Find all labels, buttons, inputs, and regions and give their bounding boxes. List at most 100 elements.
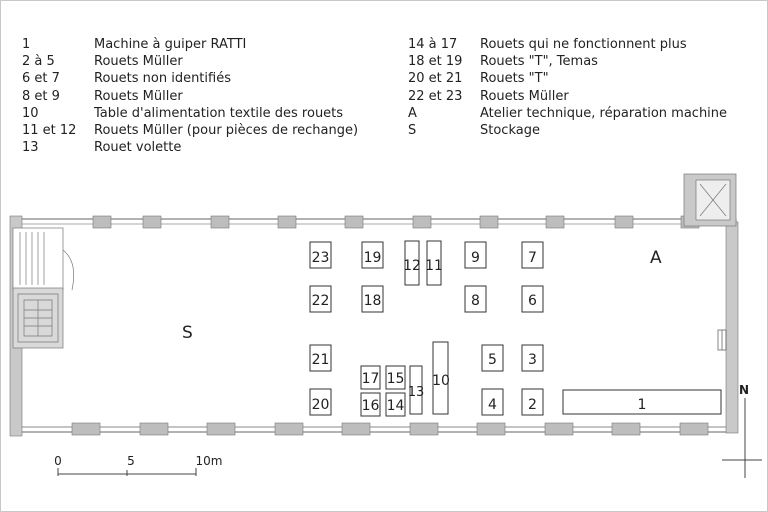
machine-number: 14 <box>387 398 405 414</box>
legend-row: 10 Table d'alimentation textile des rouet… <box>22 105 358 122</box>
legend-label: Rouets Müller (pour pièces de rechange) <box>94 123 359 139</box>
machine-4: 4 <box>481 388 504 416</box>
legend-number: 1 <box>22 37 31 52</box>
legend-label: Rouets Müller <box>480 88 569 104</box>
legend-label: Rouet volette <box>94 140 182 156</box>
legend-left: 1 Machine à guiper RATTI 2 à 5 Rouets Müll… <box>22 36 358 156</box>
legend-row: 13 Rouet volette <box>22 139 358 156</box>
machine-2: 2 <box>521 388 544 416</box>
machine-21: 21 <box>309 344 332 372</box>
legend-right: 14 à 17 Rouets qui ne fonctionnent plus 1… <box>408 36 727 139</box>
machine-number: 23 <box>312 250 330 266</box>
legend-row: 2 à 5 Rouets Müller <box>22 53 358 70</box>
machines: 23 19 12 11 9 7 22 18 8 6 21 5 3 10 13 1… <box>309 240 722 417</box>
legend-number: 10 <box>22 105 39 121</box>
machine-number: 2 <box>528 397 537 413</box>
legend-row: 11 et 12 Rouets Müller (pour pièces de re… <box>22 122 358 139</box>
machine-12: 12 <box>403 240 421 286</box>
legend-number: 20 et 21 <box>408 71 463 87</box>
machine-number: 4 <box>488 397 497 413</box>
legend-number: 18 et 19 <box>408 54 463 70</box>
legend-label: Rouets qui ne fonctionnent plus <box>480 37 687 52</box>
machine-11: 11 <box>425 240 443 286</box>
legend-number: 11 et 12 <box>22 123 77 139</box>
machine-16: 16 <box>360 392 381 417</box>
machine-number: 13 <box>408 385 425 400</box>
machine-13: 13 <box>408 365 425 415</box>
staircase-left <box>12 227 75 349</box>
machine-number: 21 <box>312 352 330 368</box>
machine-5: 5 <box>481 344 504 372</box>
machine-20: 20 <box>309 388 332 416</box>
machine-22: 22 <box>309 285 332 313</box>
machine-23: 23 <box>309 241 332 269</box>
legend-row: A Atelier technique, réparation machine <box>408 105 727 122</box>
machine-number: 19 <box>364 250 382 266</box>
machine-number: 20 <box>312 397 330 413</box>
legend-label: Rouets non identifiés <box>94 71 231 87</box>
machine-14: 14 <box>385 392 406 417</box>
wall-detail-right <box>717 329 727 351</box>
legend-number: 6 et 7 <box>22 71 60 87</box>
legend-row: 14 à 17 Rouets qui ne fonctionnent plus <box>408 36 727 53</box>
scale-bar: 0 5 10m <box>54 454 222 476</box>
zone-storage-label: S <box>182 323 193 343</box>
legend-number: 8 et 9 <box>22 88 60 104</box>
machine-17: 17 <box>360 365 381 390</box>
machine-number: 6 <box>528 293 537 309</box>
legend-number: 2 à 5 <box>22 54 55 70</box>
scale-label-0: 0 <box>54 454 62 468</box>
machine-number: 9 <box>471 250 480 266</box>
machine-15: 15 <box>385 365 406 390</box>
north-arrow: N <box>722 383 762 478</box>
legend-row: S Stockage <box>408 122 727 139</box>
machine-number: 3 <box>528 352 537 368</box>
legend-number: 22 et 23 <box>408 88 463 104</box>
north-label: N <box>739 383 749 397</box>
legend-label: Rouets "T" <box>480 71 549 87</box>
legend-row: 18 et 19 Rouets "T", Temas <box>408 53 727 70</box>
legend-label: Rouets Müller <box>94 88 183 104</box>
legend-number: 13 <box>22 140 39 156</box>
zone-workshop-label: A <box>650 248 662 268</box>
machine-18: 18 <box>361 285 384 313</box>
legend-label: Stockage <box>480 123 540 139</box>
machine-number: 10 <box>432 373 450 389</box>
machine-number: 5 <box>488 352 497 368</box>
machine-3: 3 <box>521 344 544 372</box>
machine-number: 7 <box>528 250 537 266</box>
machine-number: 15 <box>387 371 405 387</box>
machine-7: 7 <box>521 241 544 269</box>
machine-6: 6 <box>521 285 544 313</box>
scale-label-10m: 10m <box>196 454 223 468</box>
legend-row: 20 et 21 Rouets "T" <box>408 70 727 87</box>
machine-number: 1 <box>638 397 647 413</box>
legend-row: 6 et 7 Rouets non identifiés <box>22 70 358 87</box>
legend-label: Atelier technique, réparation machine <box>480 105 728 121</box>
scale-label-5: 5 <box>127 454 135 468</box>
machine-number: 16 <box>362 398 380 414</box>
machine-number: 11 <box>425 258 443 274</box>
machine-number: 8 <box>471 293 480 309</box>
legend-label: Machine à guiper RATTI <box>94 37 247 52</box>
machine-number: 22 <box>312 293 330 309</box>
legend-row: 8 et 9 Rouets Müller <box>22 88 358 105</box>
machine-number: 18 <box>364 293 382 309</box>
legend-label: Rouets "T", Temas <box>480 54 598 70</box>
machine-number: 12 <box>403 258 421 274</box>
legend-number: A <box>408 105 417 121</box>
machine-1: 1 <box>562 389 722 415</box>
tower-top-right <box>683 173 737 227</box>
machine-9: 9 <box>464 241 487 269</box>
machine-number: 17 <box>362 371 380 387</box>
machine-10: 10 <box>432 341 450 415</box>
legend-number: 14 à 17 <box>408 37 458 52</box>
legend-row: 1 Machine à guiper RATTI <box>22 36 358 53</box>
legend-label: Rouets Müller <box>94 54 183 70</box>
legend-label: Table d'alimentation textile des rouets <box>94 105 344 121</box>
legend-number: S <box>408 123 417 139</box>
legend-row: 22 et 23 Rouets Müller <box>408 88 727 105</box>
machine-8: 8 <box>464 285 487 313</box>
machine-19: 19 <box>361 241 384 269</box>
